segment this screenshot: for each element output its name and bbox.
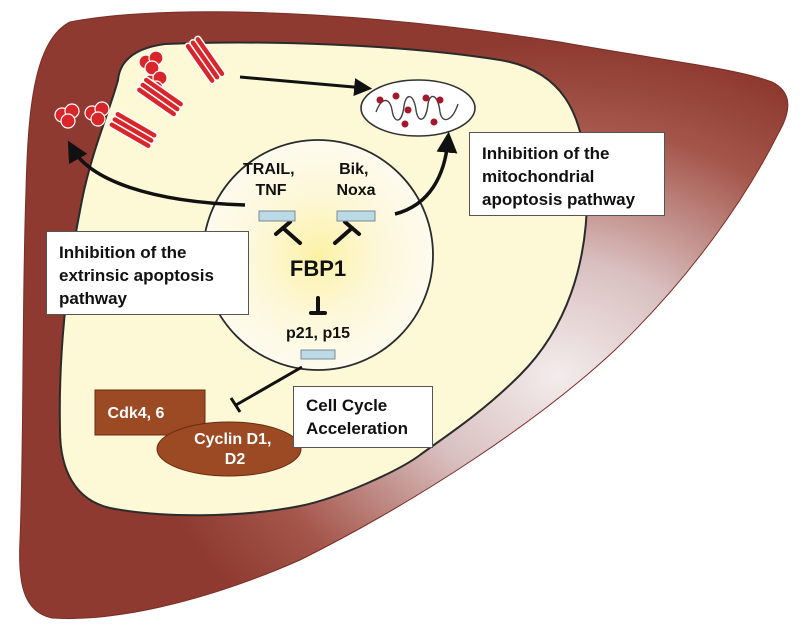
- cyclin-label: Cyclin D1, D2: [194, 431, 276, 468]
- gene-bar-trail: [258, 210, 296, 222]
- bik-label: Bik, Noxa: [336, 161, 375, 199]
- mitochondrial-callout: Inhibition of the mitochondrial apoptosi…: [469, 132, 665, 216]
- mito-callout-line-2: mitochondrial: [482, 166, 595, 186]
- mitochondrion-icon: [360, 79, 476, 137]
- fbp1-label: FBP1: [290, 256, 346, 281]
- cell-cycle-inhibition-line: [229, 365, 303, 413]
- extrinsic-pathway-arrow: [67, 140, 246, 207]
- inhibition-lines: [274, 220, 361, 315]
- extrinsic-callout: Inhibition of the extrinsic apoptosis pa…: [46, 231, 249, 315]
- cyclin-ellipse: [156, 421, 302, 477]
- receptor-to-mito-arrow: [239, 75, 373, 97]
- trimer-receptor-icon: [108, 35, 226, 150]
- trail-label: TRAIL, TNF: [243, 161, 299, 199]
- mito-callout-line-3: apoptosis pathway: [482, 189, 636, 209]
- mitochondrial-pathway-arrow: [394, 131, 458, 216]
- extrinsic-callout-line-3: pathway: [59, 288, 128, 308]
- mito-callout-line-1: Inhibition of the: [482, 144, 610, 163]
- cell-cycle-line-2: Acceleration: [306, 418, 409, 438]
- cell-cycle-callout: Cell Cycle Acceleration: [293, 386, 433, 448]
- p21-label: p21, p15: [286, 325, 350, 342]
- gene-bar-bik: [336, 210, 376, 222]
- extrinsic-callout-line-2: extrinsic apoptosis: [59, 265, 214, 285]
- extrinsic-callout-line-1: Inhibition of the: [59, 243, 187, 262]
- cdk-label: Cdk4, 6: [108, 405, 165, 422]
- cell-cycle-line-1: Cell Cycle: [306, 396, 388, 415]
- gene-bar-p21: [300, 349, 336, 360]
